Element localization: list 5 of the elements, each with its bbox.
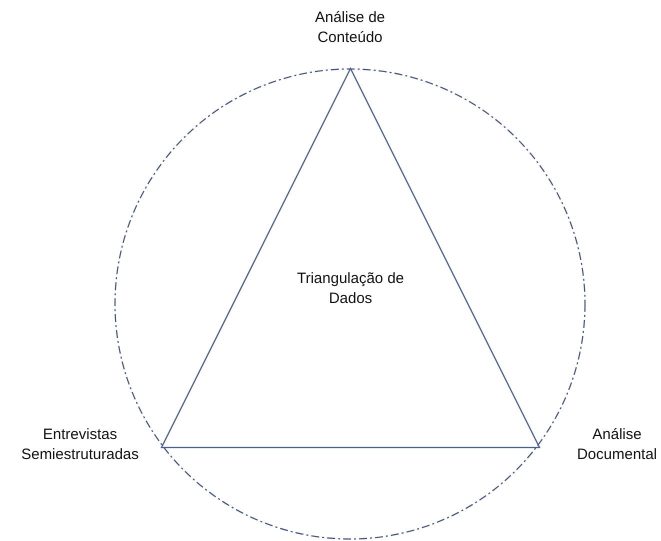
node-label: Triangulação de Dados bbox=[296, 269, 405, 310]
vertex-label: Análise Documental bbox=[576, 425, 658, 465]
vertex-label: Entrevistas Semiestruturadas bbox=[20, 425, 140, 465]
vertex-label: Análise de Conteúdo bbox=[314, 8, 386, 48]
triangle-shape bbox=[161, 68, 540, 448]
